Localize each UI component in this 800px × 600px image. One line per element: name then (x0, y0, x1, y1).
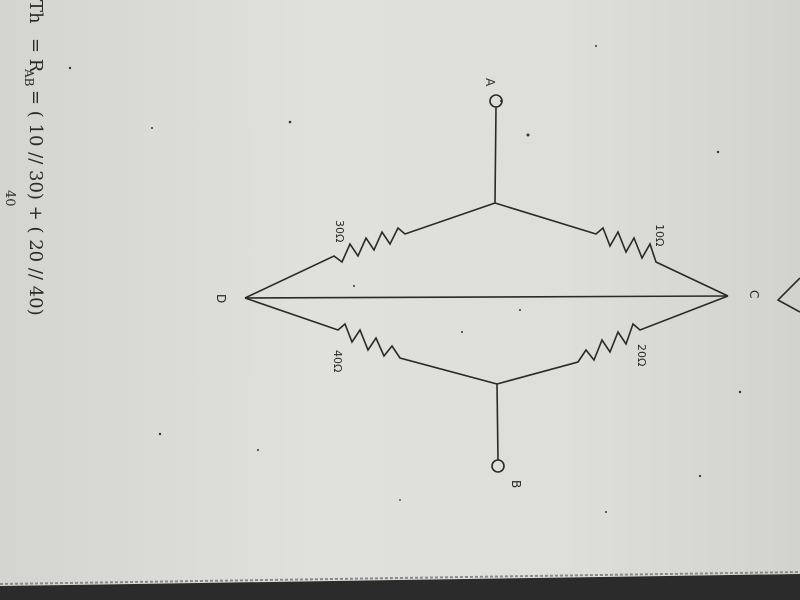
equation-body: = ( 10 // 30) + ( 20 // 40) (25, 90, 46, 316)
page-bottom-texture (0, 571, 800, 585)
label-c: C (747, 290, 761, 298)
label-d: D (214, 294, 228, 303)
equation-subscript: AB (22, 68, 36, 87)
label-b: B (509, 480, 523, 488)
label-a: A (483, 78, 497, 87)
label-r-ac: 10Ω (653, 224, 666, 246)
wire-b-bottom (496, 383, 499, 461)
equation-prefix: Th (25, 0, 46, 24)
equation-partial-group: 40 (2, 190, 17, 207)
terminal-b (491, 459, 505, 473)
equation-partial-line: 40 (2, 190, 17, 207)
label-r-bc: 20Ω (635, 344, 648, 366)
wire-d-c (244, 295, 729, 299)
resistor-bd (244, 297, 498, 385)
resistor-bc (496, 295, 729, 385)
wire-a-top (494, 106, 497, 204)
equation-eq: = R (25, 38, 46, 73)
label-r-ad: 30Ω (333, 220, 346, 242)
partial-edge-shape (776, 277, 800, 313)
resistor-ac (494, 202, 729, 297)
scan-noise (68, 45, 742, 513)
page-bottom-edge (0, 574, 800, 600)
label-r-bd: 40Ω (331, 350, 344, 372)
equation-group: Th = R AB = ( 10 // 30) + ( 20 // 40) (22, 0, 46, 316)
resistor-ad (244, 202, 496, 299)
